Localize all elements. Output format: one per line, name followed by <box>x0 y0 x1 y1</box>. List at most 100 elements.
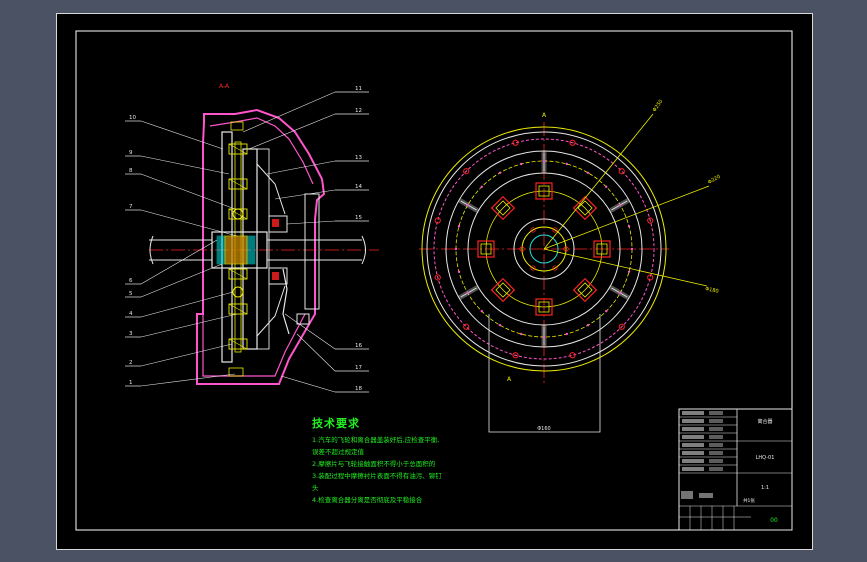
spring-window-2 <box>572 277 598 303</box>
bearing-ball-top <box>272 219 279 227</box>
friction-rivet-16 <box>480 185 483 188</box>
title-cell-mark-b0 <box>709 411 723 415</box>
hub-bush <box>224 235 248 265</box>
friction-rivet-8 <box>520 332 523 336</box>
outer-circle-yellow <box>421 126 667 372</box>
title-cell-mark-b5 <box>709 451 723 455</box>
clutch-cover <box>196 108 326 385</box>
title-block <box>678 408 793 531</box>
friction-rivet-13 <box>454 247 458 251</box>
friction-rivet-5 <box>586 324 590 327</box>
friction-rivet-6 <box>565 332 568 336</box>
note-line-4: 3.装配过程中摩擦衬片表面不得有油污、铆钉 <box>312 472 442 480</box>
title-cell-mark-a7 <box>682 467 704 471</box>
damper-spring-bottom <box>232 286 244 298</box>
note-line-6: 4.检查离合器分离是否彻底及平稳接合 <box>312 496 423 504</box>
hub-outer <box>513 218 575 280</box>
title-cell-mark-a4 <box>682 443 704 447</box>
callout-right-leader-12 <box>248 113 336 150</box>
dim-bottom-label: Φ160 <box>537 426 550 432</box>
title-cell-mark-a3 <box>682 435 704 439</box>
callout-left-3: 3 <box>129 331 133 337</box>
cover-bolt-hole-7 <box>434 217 441 224</box>
title-cell-mark-b3 <box>709 435 723 439</box>
callout-left-leader-2 <box>140 343 233 367</box>
friction-rivet-14 <box>457 225 461 228</box>
callout-right-16: 16 <box>355 343 362 349</box>
cover-outer-circle <box>426 131 662 367</box>
callout-left-7: 7 <box>129 204 133 210</box>
title-cell-mark-a2 <box>682 427 704 431</box>
rivet-hatch-6 <box>228 338 248 350</box>
callout-left-10: 10 <box>129 115 136 121</box>
callout-right-leader-18 <box>280 375 336 393</box>
section-mark-bottom: A <box>507 376 512 383</box>
title-cell-mark-a0 <box>682 411 704 415</box>
output-shaft <box>267 239 362 261</box>
technical-requirements: 技术要求 1.汽车的飞轮和离合器盖装好后,应检查平衡, 误差不超过规定值 2.摩… <box>312 418 532 506</box>
hub-hole-1 <box>563 246 569 252</box>
release-fork <box>282 268 290 335</box>
title-scale: 1:1 <box>761 485 769 491</box>
callout-right-leader-14 <box>274 189 336 200</box>
rivet-4 <box>228 268 248 280</box>
diaphragm-finger-bottom <box>256 285 286 337</box>
title-cell-mark-a5 <box>682 451 704 455</box>
hub-spline-left <box>216 235 226 265</box>
cover-bolt-hole-2 <box>618 323 625 330</box>
cover-bolt-hole-8 <box>463 168 470 175</box>
hub-hole-3 <box>530 265 536 271</box>
title-part-name: 离合器 <box>757 418 772 425</box>
friction-rivet-10 <box>480 310 483 313</box>
cad-drawing: A-A109876543211112131415161718Φ250Φ220Φ1… <box>75 30 793 531</box>
rivet-hatch-2 <box>228 178 248 190</box>
pressure-plate-inner <box>467 172 621 326</box>
spring-window-5 <box>477 240 495 258</box>
spring-coil-6 <box>495 200 511 216</box>
friction-rivet-20 <box>565 162 568 166</box>
hub-hole-2 <box>552 265 558 271</box>
rivet-hatch-1 <box>228 143 248 155</box>
callout-right-leader-16 <box>284 313 336 350</box>
title-cell-mark-b7 <box>709 467 723 471</box>
dim-label-1: Φ250 <box>652 99 665 113</box>
spring-window-3 <box>535 298 553 316</box>
title-cell-mark-b4 <box>709 443 723 447</box>
note-line-1: 1.汽车的飞轮和离合器盖装好后,应检查平衡, <box>312 436 440 444</box>
callout-left-leader-9 <box>140 155 230 175</box>
dim-leader-3 <box>543 248 708 287</box>
spring-window-6 <box>490 195 516 221</box>
title-mark: 00 <box>770 517 778 524</box>
cover-bolt-hole-6 <box>434 274 441 281</box>
input-shaft-left <box>149 239 212 261</box>
cover-bolt-hole-1 <box>647 274 654 281</box>
spring-window-8 <box>572 195 598 221</box>
title-cell-mark-a6 <box>682 459 704 463</box>
callout-left-6: 6 <box>129 278 133 284</box>
section-mark-top: A <box>542 112 547 119</box>
cover-bolt-bottom <box>228 367 244 377</box>
friction-rivet-11 <box>466 291 469 295</box>
cover-bolt-hole-10 <box>569 139 576 146</box>
callout-left-5: 5 <box>129 291 133 297</box>
pressure-plate-outer <box>445 150 643 348</box>
dim-label-3: Φ180 <box>705 286 719 295</box>
friction-rivet-24 <box>627 225 631 228</box>
spring-coil-4 <box>495 282 511 298</box>
bolt-pitch-circle <box>433 138 655 360</box>
callout-right-leader-15 <box>286 220 336 225</box>
title-stamp-b <box>699 493 713 498</box>
callout-left-9: 9 <box>129 150 133 156</box>
callout-left-leader-8 <box>140 173 236 210</box>
title-sheet: 共1张 <box>743 497 755 504</box>
friction-rivet-17 <box>498 171 502 174</box>
title-cell-mark-b6 <box>709 459 723 463</box>
friction-rivet-1 <box>630 247 634 251</box>
rivet-5 <box>228 303 248 315</box>
spring-window-7 <box>535 182 553 200</box>
callout-left-leader-1 <box>140 373 236 387</box>
dim-leader-1 <box>543 113 654 250</box>
friction-rivet-7 <box>542 335 546 339</box>
